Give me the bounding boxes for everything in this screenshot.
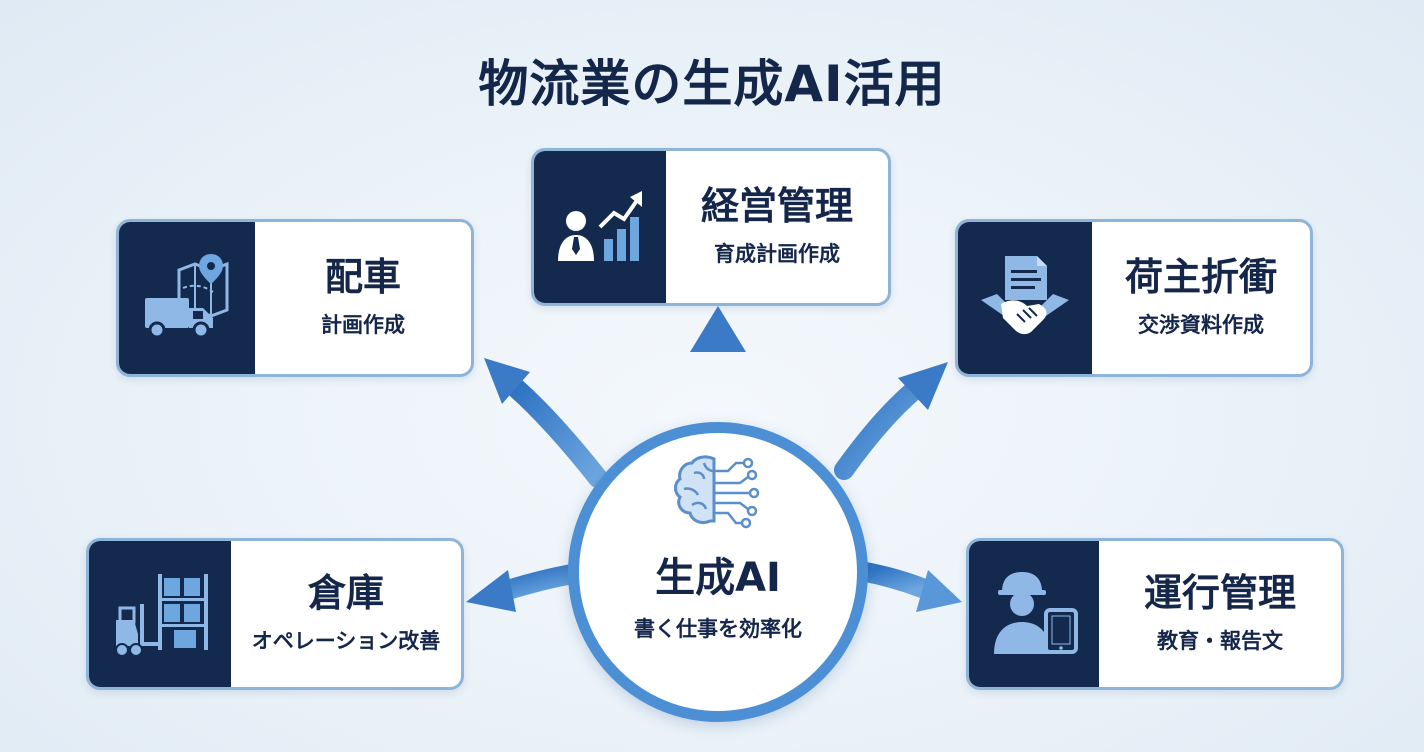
arrow-to-haisha <box>484 358 608 488</box>
card-unkou: 運行管理 教育・報告文 <box>966 538 1344 690</box>
card-unkou-text: 運行管理 教育・報告文 <box>1099 541 1341 687</box>
card-souko-label: 倉庫 <box>307 571 384 616</box>
arrow-to-ninushi <box>834 362 948 480</box>
card-haisha-label: 配車 <box>324 255 401 300</box>
arrow-to-souko <box>466 564 582 612</box>
brain-circuit-icon <box>670 451 766 541</box>
arrow-to-unkou <box>856 562 962 612</box>
center-sublabel: 書く仕事を効率化 <box>634 617 802 641</box>
card-haisha-text: 配車 計画作成 <box>255 222 471 374</box>
truck-map-icon <box>139 248 235 348</box>
center-generative-ai: 生成AI 書く仕事を効率化 <box>568 422 868 722</box>
card-souko-sublabel: オペレーション改善 <box>251 628 441 653</box>
card-unkou-sublabel: 教育・報告文 <box>1157 628 1283 653</box>
card-ninushi-text: 荷主折衝 交渉資料作成 <box>1092 222 1310 374</box>
forklift-shelves-icon <box>108 564 212 664</box>
arrow-to-keiei <box>690 306 746 434</box>
document-handshake-icon <box>977 248 1073 348</box>
card-keiei-text: 経営管理 育成計画作成 <box>666 151 888 303</box>
card-keiei-sublabel: 育成計画作成 <box>714 241 840 266</box>
card-ninushi: 荷主折衝 交渉資料作成 <box>955 219 1313 377</box>
card-souko-text: 倉庫 オペレーション改善 <box>231 541 461 687</box>
card-keiei: 経営管理 育成計画作成 <box>531 148 891 306</box>
page-title: 物流業の生成AI活用 <box>478 55 946 113</box>
center-label: 生成AI <box>655 555 781 601</box>
driver-tablet-icon <box>986 564 1082 664</box>
card-souko: 倉庫 オペレーション改善 <box>86 538 464 690</box>
card-keiei-icon-panel <box>534 151 666 303</box>
card-haisha-sublabel: 計画作成 <box>321 312 405 337</box>
card-unkou-label: 運行管理 <box>1143 571 1296 616</box>
card-souko-icon-panel <box>89 541 231 687</box>
card-ninushi-label: 荷主折衝 <box>1124 255 1277 300</box>
card-ninushi-icon-panel <box>958 222 1092 374</box>
card-haisha: 配車 計画作成 <box>116 219 474 377</box>
card-haisha-icon-panel <box>119 222 255 374</box>
businessman-growth-chart-icon <box>552 177 648 277</box>
card-keiei-label: 経営管理 <box>700 184 853 229</box>
card-unkou-icon-panel <box>969 541 1099 687</box>
card-ninushi-sublabel: 交渉資料作成 <box>1138 312 1264 337</box>
